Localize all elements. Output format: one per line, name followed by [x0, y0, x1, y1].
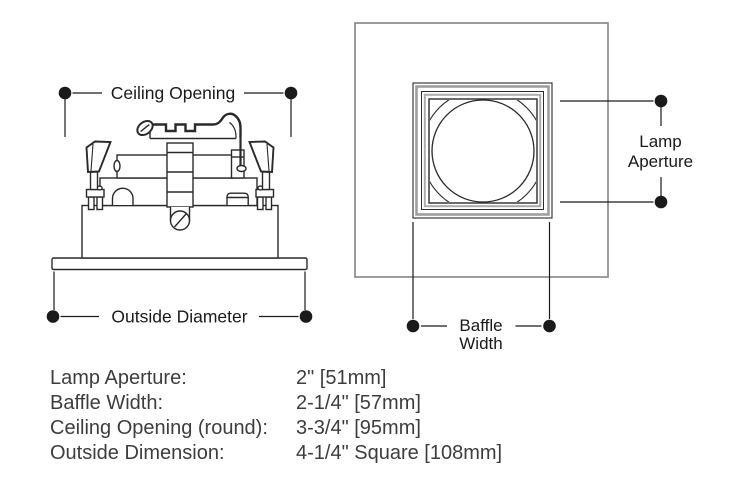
ceiling-opening-label: Ceiling Opening: [111, 83, 236, 103]
spec-row-ceiling-opening: Ceiling Opening (round): 3-3/4" [95mm]: [50, 416, 502, 441]
spec-label: Baffle Width:: [50, 392, 164, 414]
housing-seam-detail: [113, 159, 121, 173]
spec-label: Lamp Aperture:: [50, 367, 187, 389]
corner-transition-arc: [430, 100, 536, 202]
dimension-dot: [58, 86, 72, 100]
trim-flange: [51, 257, 308, 271]
wire-foot: [236, 164, 247, 173]
spec-value: 2-1/4" [57mm]: [296, 392, 421, 414]
side-view-diagram: Ceiling Opening: [46, 83, 313, 327]
dimension-dot: [284, 86, 298, 100]
spec-row-baffle-width: Baffle Width: 2-1/4" [57mm]: [50, 391, 502, 416]
housing-cap-block: [230, 149, 245, 179]
body-bump-left: [111, 187, 134, 205]
dimension-dot: [406, 319, 420, 333]
spec-value: 3-3/4" [95mm]: [296, 417, 421, 439]
spec-row-outside-dimension: Outside Dimension: 4-1/4" Square [108mm]: [50, 441, 502, 466]
dimension-dot: [299, 310, 313, 323]
dimension-dot: [543, 319, 556, 333]
ceiling-opening-dimension: Ceiling Opening: [58, 83, 298, 137]
body-bump-right: [226, 192, 249, 205]
outside-diameter-dimension: Outside Diameter: [46, 271, 313, 327]
baffle-width-label-line1: Baffle: [459, 316, 502, 335]
lamp-aperture-dimension: Lamp Aperture: [560, 94, 693, 209]
front-view-diagram: Lamp Aperture Baffle Width: [354, 22, 693, 353]
dimension-dot: [654, 94, 668, 108]
spring-clip-left: [85, 140, 112, 211]
ceiling-panel-outline: [354, 22, 609, 278]
spring-clip-right: [248, 140, 275, 211]
spec-value: 2" [51mm]: [296, 367, 387, 389]
adjustment-post: [166, 142, 194, 231]
baffle-width-dimension: Baffle Width: [406, 222, 556, 353]
spec-label: Ceiling Opening (round):: [50, 417, 268, 439]
lamp-aperture-label-line2: Aperture: [628, 152, 693, 171]
baffle-opening-square: [428, 98, 538, 204]
lamp-aperture-circle: [431, 99, 535, 203]
square-trim: [412, 82, 553, 219]
spec-table: Lamp Aperture: 2" [51mm] Baffle Width: 2…: [50, 366, 502, 466]
bracket-screw: [136, 119, 154, 137]
outside-diameter-label: Outside Diameter: [111, 307, 247, 327]
baffle-width-label-line2: Width: [459, 334, 502, 353]
mounting-bracket: [136, 112, 247, 173]
spec-label: Outside Dimension:: [50, 442, 225, 464]
dimension-dot: [654, 195, 668, 209]
dimension-dot: [46, 310, 60, 323]
screw-slot: [173, 213, 187, 228]
spec-value: 4-1/4" Square [108mm]: [296, 442, 503, 464]
recessed-fixture-drawing: [51, 112, 308, 271]
lamp-aperture-label-line1: Lamp: [639, 132, 682, 151]
spec-row-lamp-aperture: Lamp Aperture: 2" [51mm]: [50, 366, 502, 391]
